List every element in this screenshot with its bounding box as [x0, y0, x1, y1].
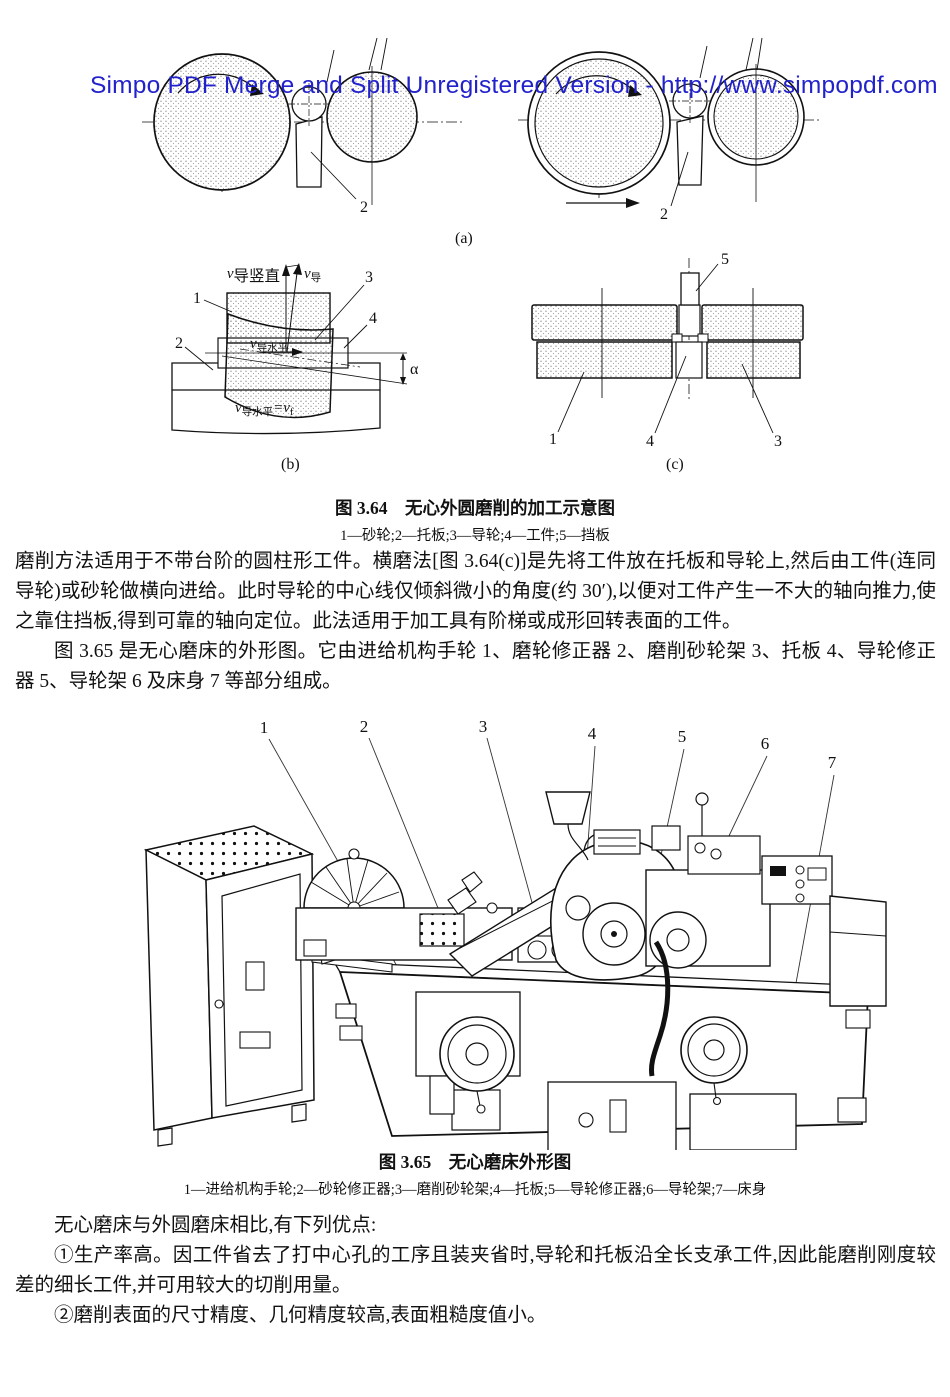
- b-label-4: 4: [369, 310, 377, 327]
- sublabel-c: (c): [666, 456, 684, 473]
- machine-bed: [332, 961, 874, 1150]
- label-4: 4: [588, 724, 597, 743]
- vector-equation: v导水平=vf: [235, 400, 294, 418]
- c-label-5: 5: [721, 251, 729, 268]
- pdf-watermark: Simpo PDF Merge and Split Unregistered V…: [90, 72, 938, 99]
- body-text-block-1: 磨削方法适用于不带台阶的圆柱形工件。横磨法[图 3.64(c)]是先将工件放在托…: [15, 547, 936, 697]
- c-label-4: 4: [646, 433, 654, 450]
- figure-3-65-machine-drawing: 1 2 3 4 5 6 7: [143, 717, 887, 1150]
- figure-3-65-legend: 1—进给机构手轮;2—砂轮修正器;3—磨削砂轮架;4—托板;5—导轮修正器;6—…: [183, 1182, 767, 1198]
- upper-machinery: [295, 791, 887, 1077]
- b-alpha: α: [410, 361, 419, 378]
- b-label-2: 2: [175, 335, 183, 352]
- figure-3-64-diagram: 2 2 (a): [142, 37, 822, 473]
- label-3: 3: [479, 717, 488, 736]
- b-label-3: 3: [365, 269, 373, 286]
- c-label-3: 3: [774, 433, 782, 450]
- figure-3-64-legend: 1—砂轮;2—托板;3—导轮;4—工件;5—挡板: [340, 528, 610, 544]
- diagram-b: 1 2 3 4 α v导竖直 v导 v导水平 v导水平=vf: [171, 263, 419, 435]
- vector-v-guide-vertical: v导竖直: [227, 266, 280, 285]
- figure-3-65-caption: 图 3.65 无心磨床外形图: [378, 1152, 572, 1172]
- label-1: 1: [260, 718, 269, 737]
- label-5: 5: [678, 727, 687, 746]
- paragraph-1: 磨削方法适用于不带台阶的圆柱形工件。横磨法[图 3.64(c)]是先将工件放在托…: [15, 551, 936, 632]
- paragraph-5-advantage-2: ②磨削表面的尺寸精度、几何精度较高,表面粗糙度值小。: [54, 1305, 547, 1326]
- sublabel-b: (b): [281, 456, 300, 473]
- label-2: 2: [360, 717, 369, 736]
- electrical-cabinet: [143, 825, 315, 1147]
- label-7: 7: [828, 753, 837, 772]
- b-label-1: 1: [193, 290, 201, 307]
- label-6: 6: [761, 734, 770, 753]
- paragraph-2: 图 3.65 是无心磨床的外形图。它由进给机构手轮 1、磨轮修正器 2、磨削砂轮…: [15, 641, 936, 692]
- label-blade-left: 2: [360, 199, 368, 216]
- vector-v-guide-horizontal: v导水平: [250, 336, 288, 354]
- body-text-block-2: 无心磨床与外圆磨床相比,有下列优点: ①生产率高。因工件省去了打中心孔的工序且装…: [15, 1211, 936, 1331]
- paragraph-4-advantage-1: ①生产率高。因工件省去了打中心孔的工序且装夹省时,导轮和托板沿全长支承工件,因此…: [15, 1245, 936, 1296]
- diagram-a-left: 2: [142, 37, 462, 216]
- diagram-a-right: 2: [518, 37, 822, 223]
- paragraph-3: 无心磨床与外圆磨床相比,有下列优点:: [54, 1215, 377, 1236]
- c-label-1: 1: [549, 431, 557, 448]
- vector-v-guide: v导: [304, 266, 321, 284]
- label-blade-right: 2: [660, 206, 668, 223]
- part-number-labels: 1 2 3 4 5 6 7: [260, 717, 837, 772]
- diagram-c: 5 1 4 3: [531, 251, 804, 450]
- figure-3-64-caption: 图 3.64 无心外圆磨削的加工示意图: [335, 498, 615, 518]
- sublabel-a: (a): [455, 230, 473, 247]
